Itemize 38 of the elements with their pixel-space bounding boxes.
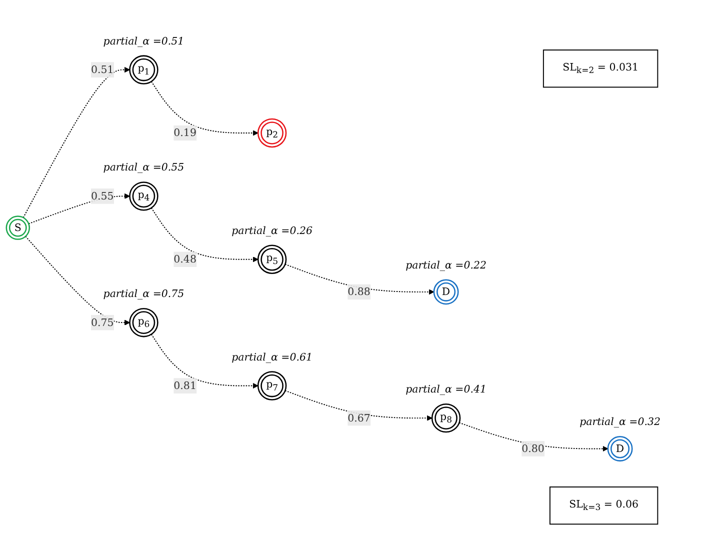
arrow — [150, 207, 258, 262]
node-circle: p$_{1}$ — [129, 55, 158, 84]
node-label: partial_α =0.75 — [103, 288, 184, 300]
edge-label: 0.67 — [348, 412, 370, 424]
node-label: partial_α =0.41 — [406, 382, 486, 396]
node-box: SL$_{k=2}$ = 0.031 — [542, 50, 658, 88]
arrow — [28, 193, 130, 224]
node-circle: p$_{5}$ — [257, 244, 287, 274]
node-label: partial_α =0.61 — [232, 350, 313, 363]
node-label: partial_α =0.22 — [406, 258, 486, 271]
edge-label: 0.19 — [174, 126, 196, 139]
edge-label: 0.88 — [348, 286, 370, 298]
node-label: partial_α =0.32 — [580, 416, 660, 428]
node-label: partial_α =0.51 — [103, 34, 184, 47]
node-circle: p$_{4}$ — [129, 182, 158, 211]
node-circle: p$_{8}$ — [431, 403, 461, 433]
edge-label: 0.81 — [174, 379, 196, 392]
node-circle: p$_{7}$ — [257, 371, 287, 400]
arrow — [150, 334, 258, 389]
node-label: partial_α =0.26 — [232, 224, 313, 236]
node-circle: D — [433, 279, 459, 305]
edge-label: 0.75 — [90, 316, 114, 328]
arrow — [284, 390, 432, 421]
edge-label: 0.55 — [90, 190, 114, 202]
node-circle: S — [6, 216, 30, 240]
edge-label: 0.48 — [174, 252, 196, 266]
node-circle: p$_{6}$ — [129, 308, 158, 338]
arrow — [22, 66, 130, 218]
arrow — [150, 81, 258, 136]
arrow — [458, 422, 608, 452]
edge-label: 0.51 — [90, 63, 114, 76]
node-circle: p$_{2}$ — [257, 118, 287, 148]
arrow — [25, 236, 130, 326]
arrow — [284, 264, 434, 295]
edge-label: 0.80 — [522, 442, 544, 454]
node-box: SL$_{k=3}$ = 0.06 — [549, 486, 658, 525]
node-circle: D — [607, 436, 633, 462]
node-label: partial_α =0.55 — [103, 161, 184, 174]
